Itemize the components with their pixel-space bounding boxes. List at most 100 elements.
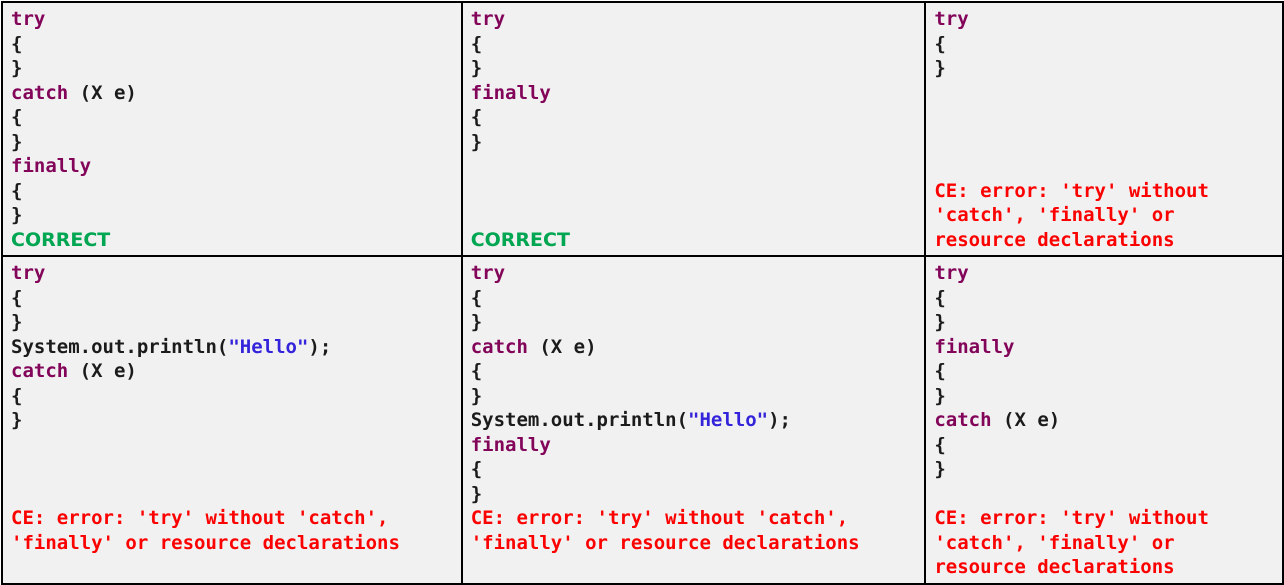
code-line: { [11,384,453,409]
code-line: } [11,203,453,228]
code-token-keyword: finally [470,433,551,456]
code-line: { [471,457,917,482]
blank-line [934,81,1274,106]
result-error-line: resource declarations [934,228,1175,251]
code-token-plain: { [11,32,23,55]
code-token-plain: { [11,179,23,202]
snippet-cell-r2c1: try{}System.out.println("Hello");catch (… [1,255,463,585]
code-line: } [11,56,453,81]
code-token-keyword: try [470,262,506,284]
code-line: { [11,286,453,311]
snippet-cell-r2c3: try{}finally{}catch (X e){}CE: error: 't… [924,255,1284,585]
code-token-plain: } [470,384,483,407]
blank-line [934,105,1274,130]
code-token-keyword: catch [11,81,69,104]
code-token-plain: { [11,384,23,407]
result-correct-label: CORRECT [11,228,111,251]
code-token-keyword: catch [11,360,69,382]
result-error-line: CE: error: 'try' without 'catch', [470,507,849,529]
code-line: } [11,408,453,433]
code-line: { [11,32,453,57]
code-line: } [11,310,453,335]
blank-line [934,154,1274,179]
code-token-plain: } [470,311,483,333]
code-line: try [471,7,917,32]
snippet-cell-r1c1: try{}catch (X e){}finally{}CORRECT [1,1,463,257]
code-token-string: "Hello" [688,409,769,431]
result-error-line: 'finally' or resource declarations [11,531,400,554]
blank-line [11,482,453,507]
code-line: { [934,286,1274,311]
code-token-plain: } [11,57,23,79]
code-line: try [471,261,917,286]
result-error-line: 'catch', 'finally' or [934,531,1175,554]
code-line: catch (X e) [11,359,453,384]
blank-line [11,457,453,482]
code-token-plain: { [470,286,483,309]
code-token-keyword: try [934,8,969,30]
blank-line [934,130,1274,155]
code-line: } [471,482,917,507]
code-line: finally [471,81,917,106]
code-token-plain: } [470,57,483,79]
code-line: try [934,261,1274,286]
code-line: finally [471,433,917,458]
code-line: try [11,261,453,286]
code-token-plain: } [470,130,483,153]
code-line: System.out.println("Hello"); [471,408,917,433]
code-token-plain: } [11,130,23,153]
code-token-plain: (X e) [527,335,597,358]
code-token-plain: { [470,106,483,128]
code-line: { [934,32,1274,57]
code-token-plain: } [934,458,946,480]
code-token-plain: ); [768,409,791,431]
result-error-line: 'finally' or resource declarations [470,531,860,554]
code-token-plain: { [470,458,483,480]
code-line: System.out.println("Hello"); [11,335,453,360]
code-token-plain: (X e) [991,409,1061,431]
blank-line [934,482,1274,507]
snippet-cell-r1c2: try{}finally{}CORRECT [460,1,927,257]
code-token-plain: { [470,360,483,382]
code-line: finally [934,335,1274,360]
blank-line [471,179,917,204]
code-token-keyword: finally [11,155,92,177]
code-token-plain: { [11,106,23,128]
code-token-plain: { [934,286,946,309]
code-line: { [471,286,917,311]
blank-line [471,154,917,179]
code-token-keyword: try [11,262,46,284]
table-row: try{}System.out.println("Hello");catch (… [1,255,1284,585]
code-token-plain: } [470,482,483,505]
code-line: } [471,384,917,409]
code-line: } [934,457,1274,482]
code-token-plain: { [934,433,946,456]
code-token-string: "Hello" [228,335,309,358]
code-token-plain: { [470,32,483,55]
result-error-line: resource declarations [934,556,1175,578]
code-line: } [471,130,917,155]
code-line: } [934,310,1274,335]
code-token-plain: } [11,311,23,333]
code-line: catch (X e) [471,335,917,360]
code-line: } [471,310,917,335]
code-line: } [934,384,1274,409]
code-line: try [934,7,1274,32]
code-token-keyword: try [934,262,969,284]
code-line: { [11,105,453,130]
code-token-plain: } [11,409,23,431]
code-token-plain: } [11,204,23,226]
code-token-plain: System.out.println( [11,335,229,358]
result-correct-label: CORRECT [470,228,570,251]
code-token-keyword: try [11,8,46,30]
code-token-plain: ); [308,335,332,358]
code-line: } [934,56,1274,81]
code-token-plain: (X e) [68,360,137,382]
code-line: catch (X e) [934,408,1274,433]
code-line: } [471,56,917,81]
code-line: { [471,32,917,57]
code-line: } [11,130,453,155]
code-token-keyword: finally [470,81,551,104]
